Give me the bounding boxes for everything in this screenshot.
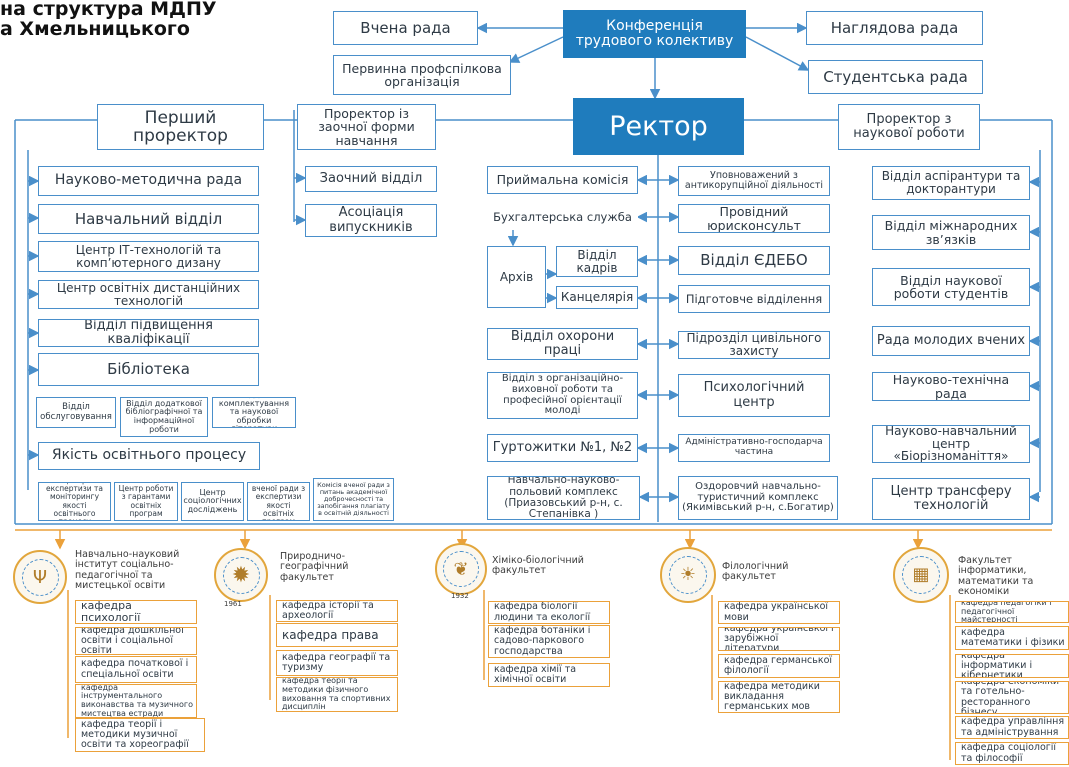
supervisory-board-box: Наглядова рада xyxy=(806,11,983,45)
col1-item-3: Центр освітніх дистанційних технологій xyxy=(38,280,259,309)
faculty-2-seal-year: 1961 xyxy=(224,600,242,608)
col4-item-5: Психологічний центр xyxy=(678,374,830,417)
col1-item-1: Навчальний відділ xyxy=(38,204,259,234)
faculty-1-dept-1: кафедра дошкільної освіти і соціальної о… xyxy=(75,627,197,655)
faculty-5-dept-4: кафедра управління та адміністрування xyxy=(955,716,1069,739)
faculty-1-dept-0: кафедра психології xyxy=(75,600,197,624)
col3-item-4: Канцелярія xyxy=(556,286,638,309)
col4-item-7: Оздоровчий навчально-туристичний комплек… xyxy=(678,476,838,520)
col3-item-3: Відділ кадрів xyxy=(556,246,638,277)
faculty-3-seal-logo: ❦ xyxy=(435,543,487,595)
academic-council-box: Вчена рада xyxy=(333,11,478,45)
faculty-3-dept-2: кафедра хімії та хімічної освіти xyxy=(488,663,610,687)
col3-item-1: Бухгалтерська служба xyxy=(487,206,638,228)
rector-box: Ректор xyxy=(573,98,744,155)
faculty-1-name: Навчально-науковий інститут соціально-пе… xyxy=(75,549,180,592)
faculty-2-seal-logo: ✹ xyxy=(214,548,268,602)
faculty-4-dept-1: кафедра української і зарубіжної літерат… xyxy=(718,627,840,651)
col5-item-2: Відділ наукової роботи студентів xyxy=(872,268,1030,306)
trade-union-box: Первинна профспілкова організація xyxy=(333,55,511,95)
page-title: на структура МДПУ а Хмельницького xyxy=(0,0,217,40)
col1-item-2: Центр ІТ-технологій та комп’ютерного диз… xyxy=(38,241,259,272)
col5-item-4: Науково-технічна рада xyxy=(872,372,1030,401)
col5-item-5: Науково-навчальний центр «Біорізноманітт… xyxy=(872,425,1030,463)
col2-item-0: Заочний відділ xyxy=(305,166,437,192)
col3-item-8: Навчально-науково-польовий комплекс (При… xyxy=(487,476,640,520)
col5-item-6: Центр трансферу технологій xyxy=(872,478,1030,520)
quality-sub-3: Комісія вченої ради з експертизи якості … xyxy=(247,482,310,521)
faculty-2-dept-3: кафедра теорії та методики фізичного вих… xyxy=(276,677,398,712)
faculty-5-dept-0: кафедра педагогіки і педагогічної майсте… xyxy=(955,601,1069,623)
correspondence-vice-rector-box: Проректор із заочної форми навчання xyxy=(297,104,436,150)
faculty-5-dept-5: кафедра соціології та філософії xyxy=(955,742,1069,765)
col3-item-0: Приймальна комісія xyxy=(487,166,638,194)
col3-item-6: Відділ з організаційно-виховної роботи т… xyxy=(487,372,638,419)
col3-item-5: Відділ охорони праці xyxy=(487,328,638,360)
col3-item-7: Гуртожитки №1, №2 xyxy=(487,434,638,462)
faculty-1-dept-2: кафедра початкової і спеціальної освіти xyxy=(75,656,197,683)
faculty-2-name: Природничо-географічний факультет xyxy=(280,551,349,583)
col2-item-1: Асоціація випускників xyxy=(305,204,437,237)
faculty-4-name: Філологічний факультет xyxy=(722,561,789,583)
faculty-4-dept-3: кафедра методики викладання германських … xyxy=(718,681,840,713)
col4-item-0: Уповноважений з антикорупційної діяльнос… xyxy=(678,166,830,196)
research-vice-rector-box: Проректор з наукової роботи xyxy=(838,104,980,150)
col1-item-0: Науково-методична рада xyxy=(38,166,259,196)
student-council-box: Студентська рада xyxy=(808,60,983,94)
faculty-4-dept-0: кафедра української мови xyxy=(718,601,840,624)
faculty-1-seal-logo: Ψ xyxy=(13,550,67,604)
col3-item-2: Архів xyxy=(487,246,546,308)
faculty-5-seal-logo: ▦ xyxy=(893,547,949,603)
col4-item-3: Підготовче відділення xyxy=(678,285,830,313)
col5-item-1: Відділ міжнародних зв’язків xyxy=(872,215,1030,250)
faculty-5-dept-1: кафедра математики і фізики xyxy=(955,626,1069,650)
faculty-5-dept-3: кафедра економіки та готельно-ресторанно… xyxy=(955,681,1069,714)
faculty-3-dept-0: кафедра біології людини та екології xyxy=(488,601,610,624)
faculty-1-dept-3: кафедра інструментального виконавства та… xyxy=(75,684,197,718)
faculty-3-seal-year: 1932 xyxy=(451,592,469,600)
library-box: Бібліотека xyxy=(38,353,259,386)
conference-box: Конференція трудового колективу xyxy=(563,10,746,58)
col5-item-3: Рада молодих вчених xyxy=(872,326,1030,356)
faculty-2-dept-1: кафедра права xyxy=(276,623,398,647)
quality-box: Якість освітнього процесу xyxy=(38,442,260,470)
col4-item-4: Підрозділ цивільного захисту xyxy=(678,331,830,359)
col4-item-2: Відділ ЄДЕБО xyxy=(678,246,830,275)
quality-sub-0: Центр експертизи та моніторингу якості о… xyxy=(38,482,111,521)
faculty-1-dept-4: кафедра теорії і методики музичної освіт… xyxy=(75,718,205,752)
faculty-2-dept-2: кафедра географії та туризму xyxy=(276,650,398,676)
faculty-4-seal-logo: ☀ xyxy=(660,547,716,603)
page-title-line-1: на структура МДПУ xyxy=(0,0,217,20)
quality-sub-1: Центр роботи з гарантами освітніх програ… xyxy=(114,482,178,521)
col1-item-4: Відділ підвищення кваліфікації xyxy=(38,319,259,347)
col5-item-0: Відділ аспірантури та докторантури xyxy=(872,166,1030,200)
quality-sub-2: Центр соціологічних досліджень xyxy=(181,482,244,521)
page-title-line-2: а Хмельницького xyxy=(0,17,190,40)
faculty-3-name: Хіміко-біологічний факультет xyxy=(492,555,584,577)
col4-item-1: Провідний юрисконсульт xyxy=(678,204,830,233)
library-sub-0: Відділ обслуговування xyxy=(36,397,116,428)
first-vice-rector-box: Перший проректор xyxy=(97,104,264,150)
library-sub-2: Відділ комплектування та наукової обробк… xyxy=(212,397,296,428)
col4-item-6: Адміністративно-господарча частина xyxy=(678,434,830,462)
faculty-3-dept-1: кафедра ботаніки і садово-паркового госп… xyxy=(488,625,610,658)
faculty-5-name: Факультет інформатики, математики та еко… xyxy=(958,555,1034,598)
faculty-4-dept-2: кафедра германської філології xyxy=(718,654,840,678)
library-sub-1: Відділ додаткової бібліографічної та інф… xyxy=(120,397,208,437)
faculty-5-dept-2: кафедра інформатики і кібернетики xyxy=(955,654,1069,678)
quality-sub-4: Комісія вченої ради з питань академічної… xyxy=(313,478,394,521)
faculty-2-dept-0: кафедра історії та археології xyxy=(276,600,398,622)
